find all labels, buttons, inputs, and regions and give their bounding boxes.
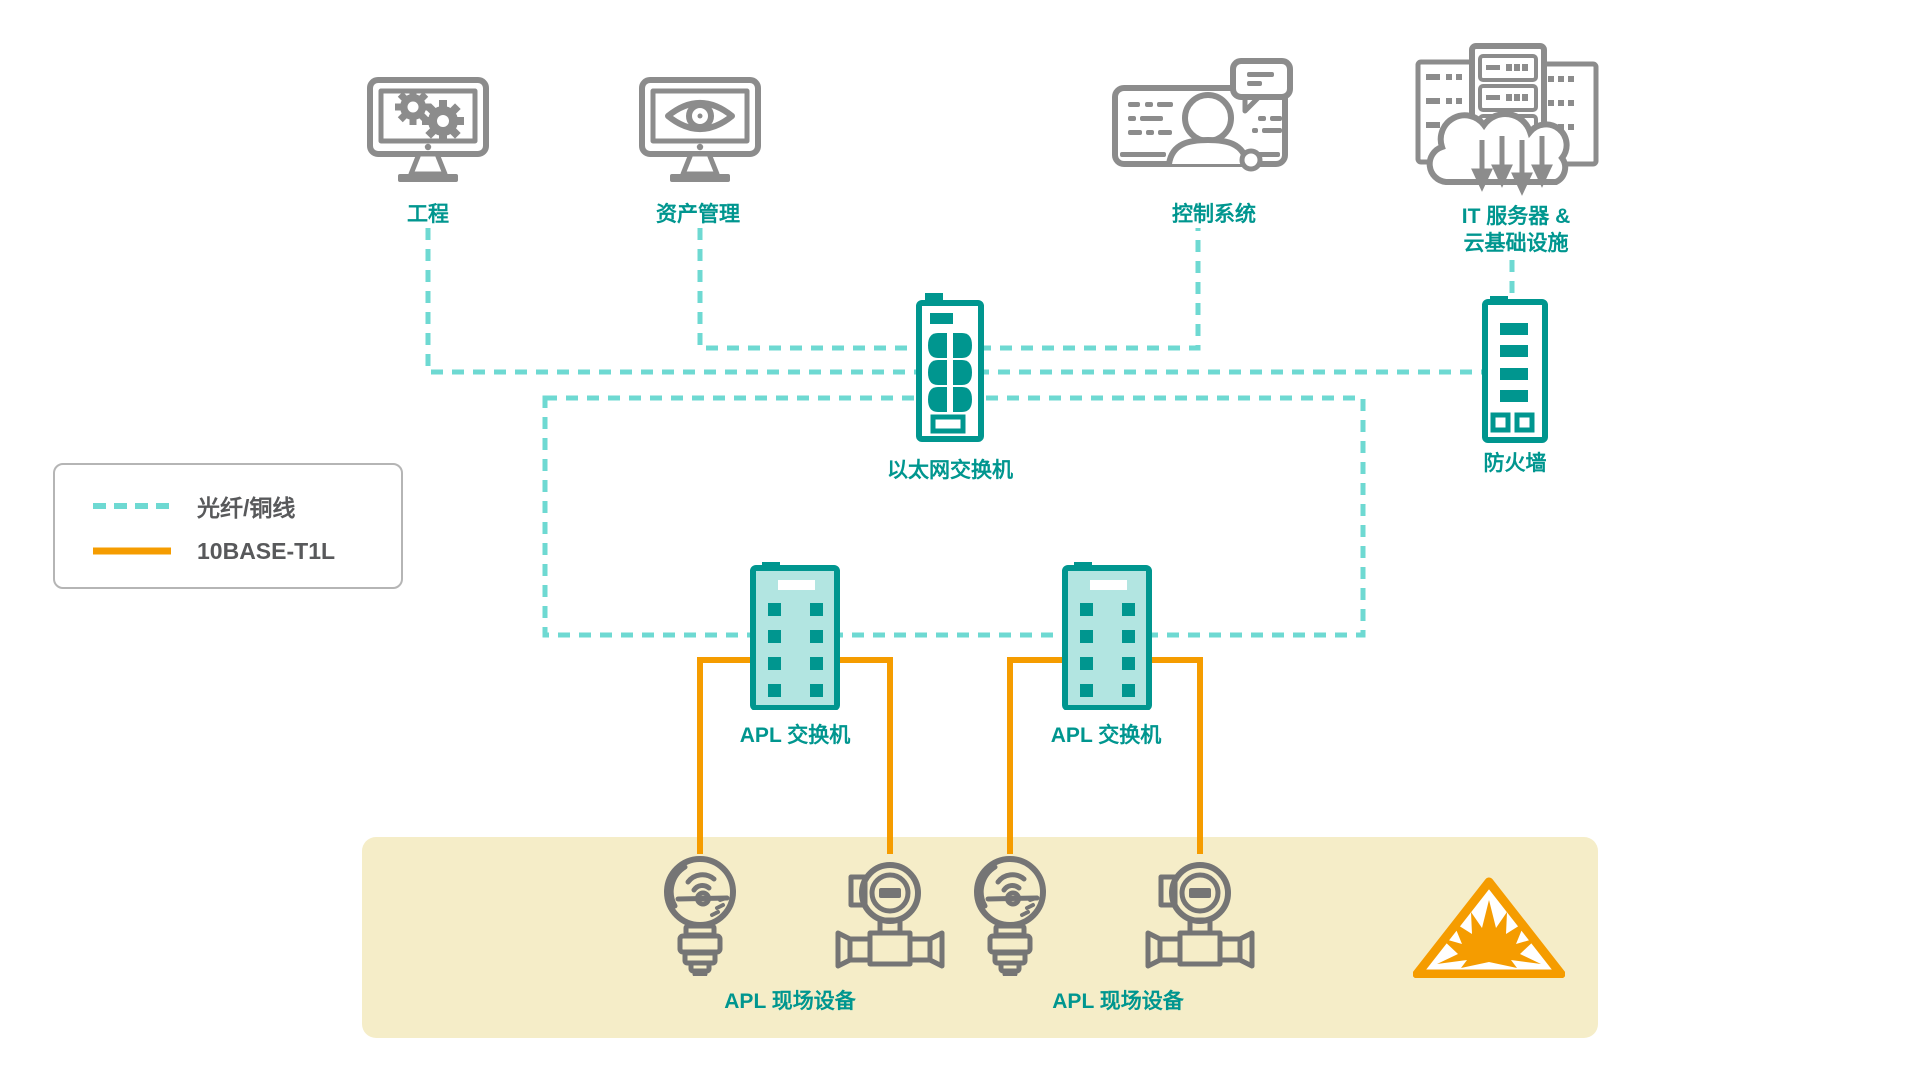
legend-item-fiber-copper: 光纤/铜线 bbox=[93, 494, 401, 521]
label-firewall: 防火墙 bbox=[1483, 452, 1547, 475]
operator-panel-icon bbox=[1112, 58, 1293, 172]
firewall-icon bbox=[1482, 296, 1548, 443]
download-arrows-icon bbox=[1471, 136, 1553, 196]
server-cloud-download-icon bbox=[1415, 43, 1599, 196]
legend-label-fiber-copper: 光纤/铜线 bbox=[197, 495, 296, 521]
t1l-line-switch1-left bbox=[697, 657, 753, 854]
legend-item-10base-t1l: 10BASE-T1L bbox=[93, 537, 401, 564]
dashed-line-sample-icon bbox=[93, 503, 171, 509]
legend: 光纤/铜线 10BASE-T1L bbox=[53, 463, 403, 589]
fiber-line-engineering-to-firewall bbox=[425, 228, 1483, 375]
flow-transmitter-icon bbox=[1145, 862, 1255, 969]
label-apl-switch-right: APL 交换机 bbox=[1050, 724, 1162, 747]
pressure-gauge-icon bbox=[664, 856, 736, 976]
apl-switch-icon bbox=[750, 562, 840, 710]
label-it-server-cloud: IT 服务器 & 云基础设施 bbox=[1391, 203, 1641, 257]
t1l-line-switch1-right bbox=[837, 657, 893, 854]
gear-icon bbox=[395, 89, 431, 125]
monitor-eye-icon bbox=[639, 77, 761, 182]
ethernet-switch-icon bbox=[916, 293, 984, 442]
gear-icon bbox=[422, 100, 464, 142]
legend-label-10base-t1l: 10BASE-T1L bbox=[197, 537, 336, 564]
label-apl-field-devices-right: APL 现场设备 bbox=[1052, 990, 1184, 1013]
flow-transmitter-icon bbox=[835, 862, 945, 969]
monitor-gears-icon bbox=[367, 77, 489, 182]
t1l-line-switch2-left bbox=[1007, 657, 1065, 854]
label-it-server-line1: IT 服务器 & bbox=[1461, 205, 1571, 228]
label-it-server-line2: 云基础设施 bbox=[1463, 232, 1569, 255]
solid-line-sample-icon bbox=[93, 547, 171, 555]
label-ethernet-switch: 以太网交换机 bbox=[887, 459, 1013, 482]
hazardous-area-zone bbox=[362, 837, 1598, 1038]
explosion-hazard-icon bbox=[1413, 877, 1565, 978]
pressure-gauge-icon bbox=[974, 856, 1046, 976]
label-engineering: 工程 bbox=[407, 203, 449, 226]
label-apl-field-devices-left: APL 现场设备 bbox=[724, 990, 856, 1013]
label-control-system: 控制系统 bbox=[1172, 203, 1256, 226]
apl-switch-icon bbox=[1062, 562, 1152, 710]
label-apl-switch-left: APL 交换机 bbox=[739, 724, 851, 747]
label-asset-management: 资产管理 bbox=[656, 203, 740, 226]
t1l-line-switch2-right bbox=[1147, 657, 1203, 854]
